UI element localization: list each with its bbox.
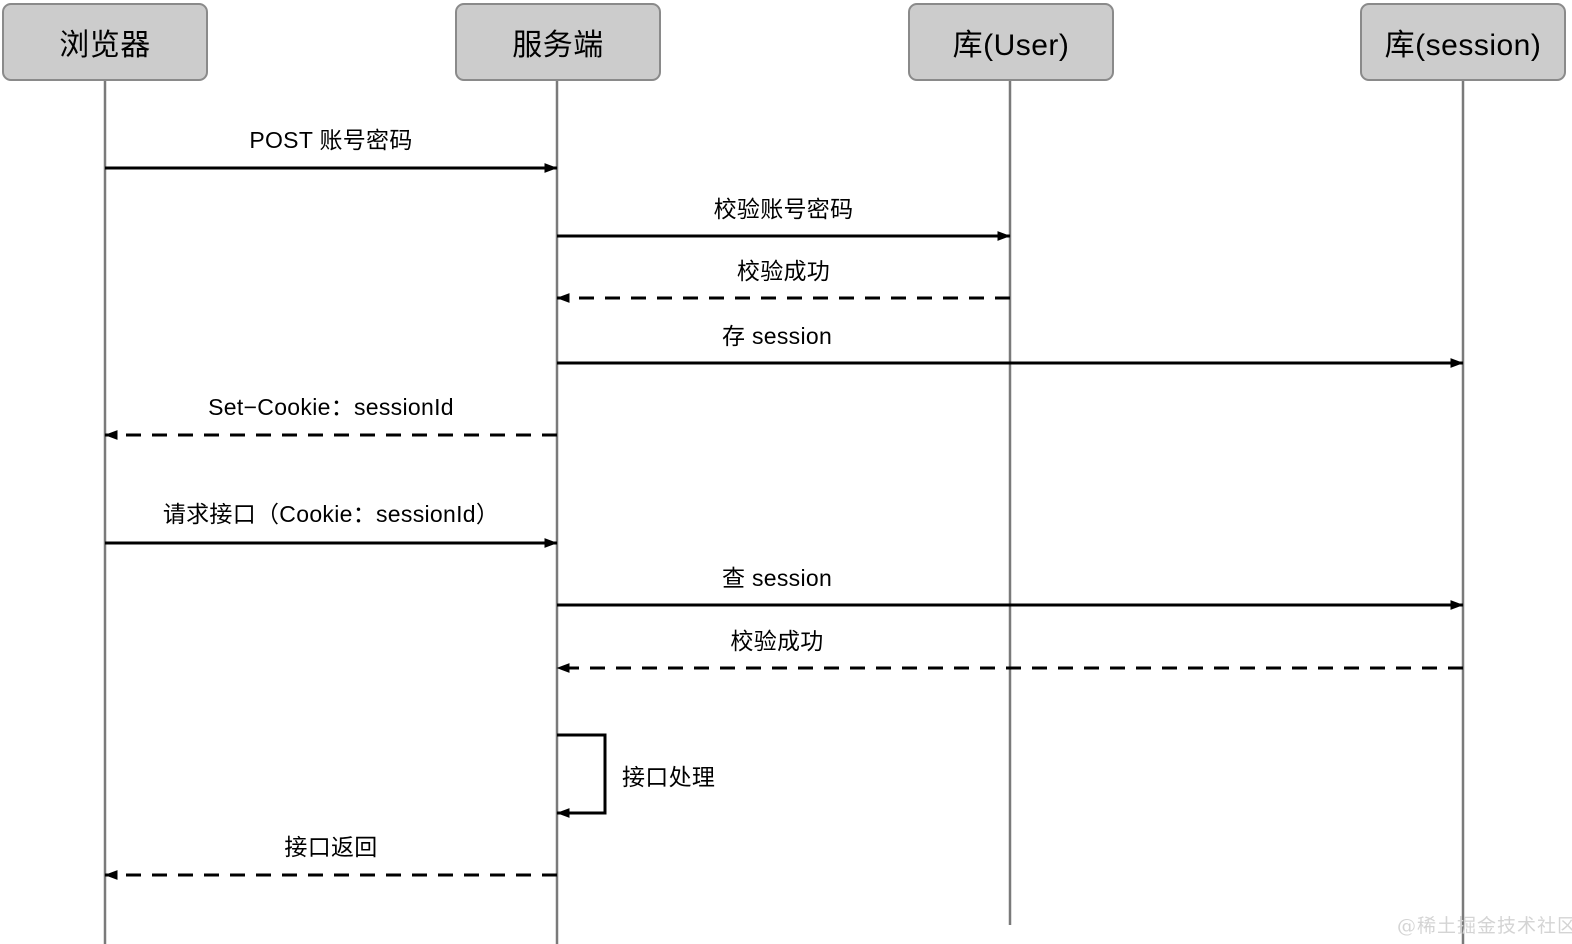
message-label-4: 存 session <box>721 323 833 349</box>
lifelines-group <box>103 81 1465 944</box>
arrows-group <box>104 163 1464 880</box>
self-message-arrow-9 <box>556 733 607 818</box>
participant-server[interactable]: 服务端 <box>455 3 661 81</box>
message-label-2: 校验账号密码 <box>713 196 854 222</box>
participant-label: 库(User) <box>952 29 1070 62</box>
message-label-5: Set−Cookie：sessionId <box>208 394 454 420</box>
message-label-3: 校验成功 <box>736 258 831 284</box>
message-label-1: POST 账号密码 <box>249 127 413 153</box>
self-message-label-9: 接口处理 <box>622 764 716 790</box>
participant-label: 服务端 <box>512 29 604 62</box>
participant-label: 浏览器 <box>59 29 151 62</box>
participant-label: 库(session) <box>1384 29 1542 62</box>
participant-db_sess[interactable]: 库(session) <box>1360 3 1566 81</box>
message-label-8: 校验成功 <box>730 628 824 654</box>
message-label-6: 请求接口（Cookie：sessionId） <box>162 501 500 527</box>
participant-db_user[interactable]: 库(User) <box>908 3 1114 81</box>
watermark: @稀土掘金技术社区 <box>1397 915 1572 937</box>
message-label-7: 查 session <box>721 565 833 591</box>
message-label-10: 接口返回 <box>284 834 378 860</box>
participant-browser[interactable]: 浏览器 <box>2 3 208 81</box>
